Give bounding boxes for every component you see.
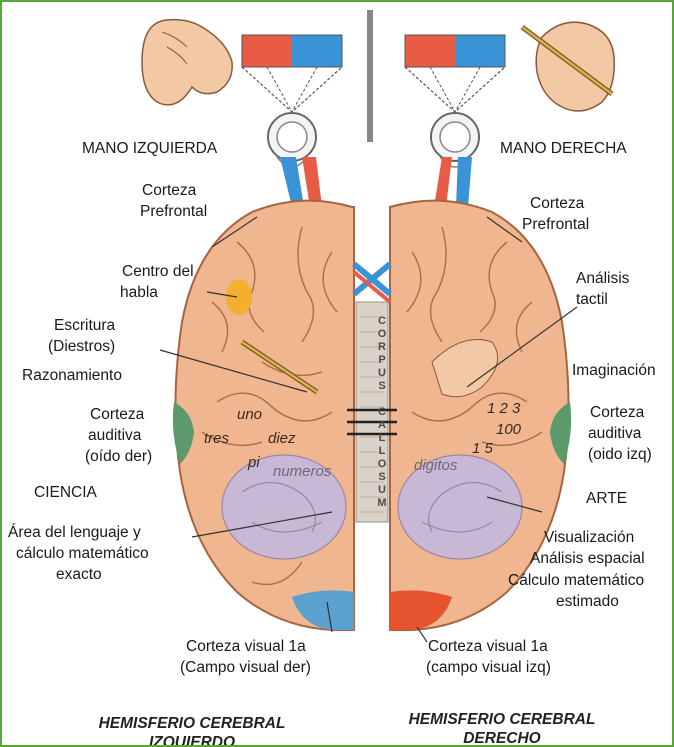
- vis-left-label-2: (Campo visual der): [180, 659, 311, 676]
- word-diez: diez: [268, 430, 296, 447]
- word-uno: uno: [237, 406, 263, 423]
- word-15: 1 5: [472, 440, 493, 457]
- word-pi: pi: [248, 454, 260, 471]
- optic-chiasm: [352, 261, 392, 297]
- aud-right-label-1: Corteza: [590, 404, 645, 421]
- footer-left-line-1: HEMISFERIO CEREBRAL: [98, 715, 286, 732]
- aud-left-label-1: Corteza: [90, 406, 145, 423]
- word-tres: tres: [204, 430, 230, 447]
- optic-nerves: [280, 157, 472, 207]
- imagination-label: Imaginación: [572, 362, 656, 379]
- left-hemisphere: [172, 199, 355, 631]
- right-visual-field: [404, 34, 506, 114]
- art-label: ARTE: [586, 490, 628, 507]
- word-numeros: numeros: [273, 463, 332, 480]
- science-label: CIENCIA: [34, 484, 97, 501]
- left-hand-label: MANO IZQUIERDA: [82, 140, 218, 157]
- footer-right-line-1: HEMISFERIO CEREBRAL: [408, 711, 596, 728]
- footer-right-line-2: DERECHO: [463, 730, 541, 747]
- right-eye: [430, 112, 480, 168]
- right-hand-icon: [520, 21, 615, 112]
- vis-left-label-1: Corteza visual 1a: [186, 638, 306, 655]
- prefrontal-left-label-1: Corteza: [142, 182, 197, 199]
- footer-right: HEMISFERIO CEREBRAL DERECHO: [382, 710, 622, 747]
- corpus-callosum: [355, 301, 389, 523]
- prefrontal-left-label-2: Prefrontal: [140, 203, 208, 220]
- leader-lines: [159, 216, 578, 643]
- calc-est-label-2: estimado: [556, 593, 619, 610]
- calc-est-label-1: Cálculo matemático: [508, 572, 645, 589]
- aud-left-label-3: (oído der): [85, 448, 153, 465]
- visualization-label: Visualización: [544, 529, 635, 546]
- word-100: 100: [496, 421, 522, 438]
- right-hemisphere: [389, 199, 572, 631]
- left-hand-icon: [141, 18, 233, 106]
- right-hand-label: MANO DERECHA: [500, 140, 627, 157]
- aud-left-label-2: auditiva: [88, 427, 142, 444]
- reasoning-label: Razonamiento: [22, 367, 122, 384]
- footer-left-line-2: IZQUIERDO: [148, 734, 236, 747]
- word-digitos: digitos: [414, 457, 458, 474]
- aud-right-label-2: auditiva: [588, 425, 642, 442]
- aud-right-label-3: (oido izq): [588, 446, 652, 463]
- left-visual-field: [241, 34, 343, 114]
- spatial-label: Análisis espacial: [530, 550, 645, 567]
- tactile-label-1: Análisis: [576, 270, 630, 287]
- lang-label-2: cálculo matemático: [16, 545, 149, 562]
- word-123: 1 2 3: [487, 400, 521, 417]
- writing-label-2: (Diestros): [48, 338, 116, 355]
- vis-right-label-2: (campo visual izq): [426, 659, 551, 676]
- prefrontal-right-label-1: Corteza: [530, 195, 585, 212]
- corpus-callosum-label: CORPUS CALLOSUM: [376, 314, 388, 510]
- vis-right-label-1: Corteza visual 1a: [428, 638, 548, 655]
- speech-center-label-2: habla: [120, 284, 158, 301]
- lang-label-1: Área del lenguaje y: [8, 524, 141, 541]
- writing-label-1: Escritura: [54, 317, 116, 334]
- center-divider: [367, 10, 373, 142]
- tactile-label-2: tactil: [576, 291, 608, 308]
- prefrontal-right-label-2: Prefrontal: [522, 216, 590, 233]
- speech-center-label-1: Centro del: [122, 263, 194, 280]
- footer-left: HEMISFERIO CEREBRAL IZQUIERDO: [82, 714, 302, 747]
- lang-label-3: exacto: [56, 566, 102, 583]
